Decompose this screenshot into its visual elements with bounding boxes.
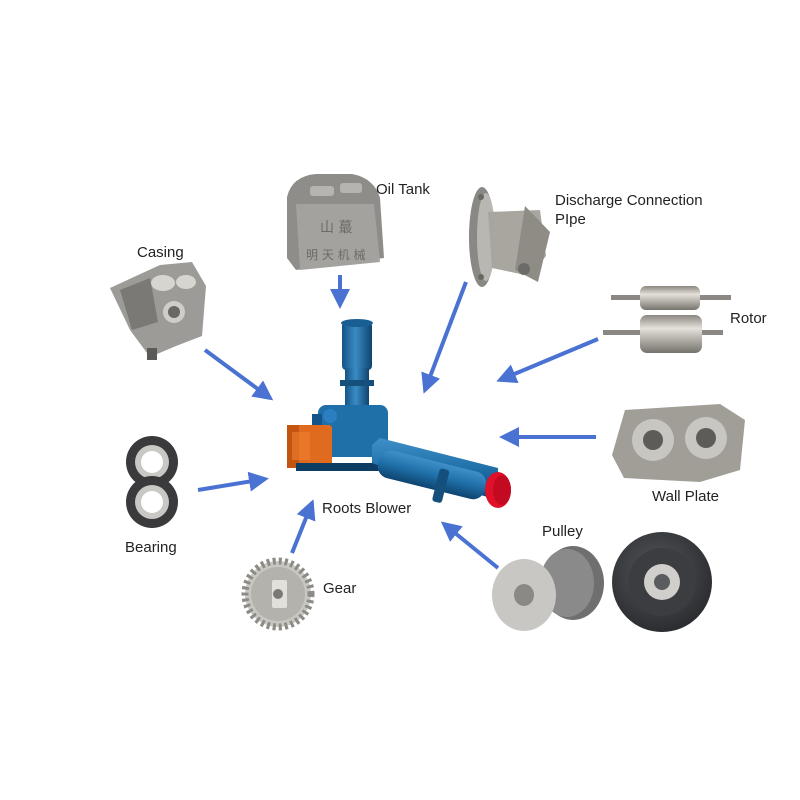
arrows — [197, 275, 599, 570]
oil-tank-label: Oil Tank — [376, 181, 430, 198]
gear-label: Gear — [323, 580, 357, 597]
pulley-image — [492, 532, 712, 632]
roots-blower-label: Roots Blower — [322, 500, 412, 517]
gear-image — [241, 557, 315, 631]
bearing-image — [126, 436, 178, 528]
svg-text:山 蕞: 山 蕞 — [320, 220, 352, 236]
discharge-pipe-label: Discharge Connection PIpe — [555, 192, 703, 228]
bearing-label: Bearing — [125, 539, 177, 556]
oil-tank-image: 山 蕞 明 天 机 械 — [287, 174, 384, 270]
rotor-label: Rotor — [730, 310, 767, 327]
casing-image — [110, 262, 206, 360]
arrow-casing — [203, 348, 274, 401]
roots-blower-image — [287, 319, 511, 508]
arrow-pulley — [440, 521, 500, 570]
arrow-rotor — [496, 337, 599, 384]
arrow-gear — [290, 499, 316, 554]
rotor-image — [603, 286, 731, 353]
wall-plate-image — [612, 404, 745, 482]
arrow-discharge — [421, 281, 468, 394]
discharge-pipe-image — [469, 187, 550, 287]
casing-label: Casing — [137, 244, 184, 261]
svg-text:明 天 机 械: 明 天 机 械 — [306, 247, 365, 262]
arrow-bearing — [197, 471, 269, 492]
pulley-label: Pulley — [542, 523, 583, 540]
wall-plate-label: Wall Plate — [652, 488, 719, 505]
